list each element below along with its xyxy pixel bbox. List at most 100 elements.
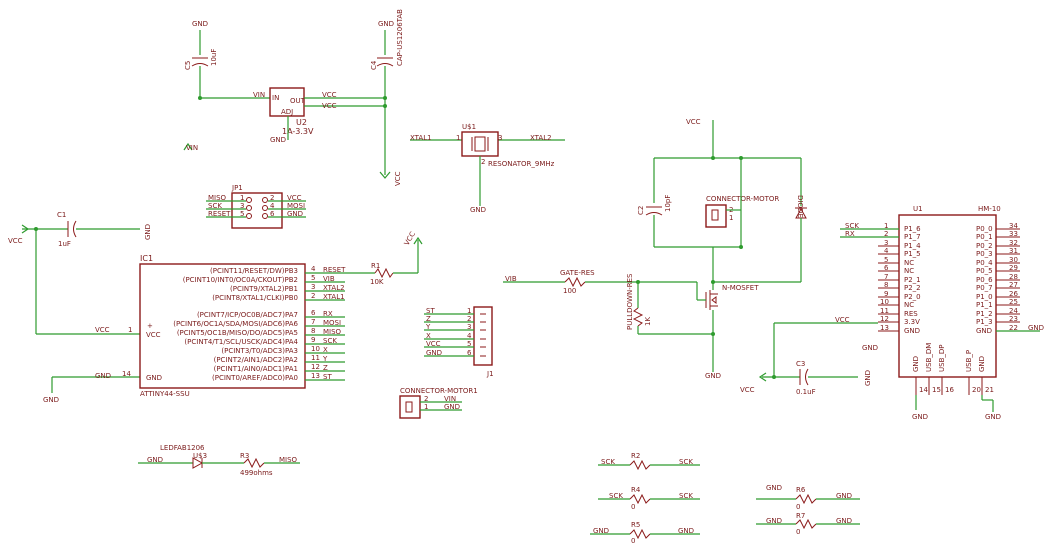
hm10-right-num: 24 [1009,307,1018,315]
j1-net: Y [425,323,431,331]
vcc-label-ic1: VCC [95,326,110,334]
hm10-left-num: 1 [884,222,888,230]
ic1-pin-label: (PCINT10/INT0/OC0A/CKOUT)PB2 [183,276,298,284]
jp1-left-1: MISO [208,194,227,202]
hm10-bottom-pin: USB_P [965,350,973,372]
hm10-right-pin: P0_5 [976,267,993,275]
j1-net: ST [426,307,435,315]
r7-ref: R7 [796,512,805,520]
c3-ref: C3 [796,360,805,368]
r2-ref: R2 [631,452,640,460]
hm10-left-num: 4 [884,247,889,255]
hm10-right-pin: P0_6 [976,276,993,284]
hm10-left-num: 7 [884,273,888,281]
hm10-right-pin: P0_1 [976,233,993,241]
hm10-left-num: 12 [880,315,889,323]
vcc-out1: VCC [322,91,337,99]
ic1-net: Y [322,355,328,363]
resonator-pin2: 2 [481,158,485,166]
gnd-label-c4: GND [378,20,394,28]
gnd-label-resonator: GND [470,206,486,214]
c1-section: VCC C1 1uF GND VCC GND GND [8,211,152,404]
ic1-attiny: IC1 ATTINY44-SSU VCC GND 1 14 + (PCINT11… [122,254,375,398]
hm10-right-gnd: GND [1028,324,1044,332]
r1-pullup: R1 10K VCC [370,230,423,286]
hm10-right-pin: P0_4 [976,259,993,267]
r4-value: 0 [631,503,635,511]
gnd-label-c5: GND [192,20,208,28]
hm10-left-pin: NC [904,259,914,267]
hm10-right-num: 25 [1009,298,1018,306]
r7-right: GND [836,517,852,525]
r7-value: 0 [796,528,800,536]
vcc-label-left: VCC [8,237,23,245]
gnd-label-hm10-left: GND [862,344,878,352]
ic1-plus: + [147,322,153,330]
ic1-pin-num: 2 [311,292,315,300]
j1-pin: 6 [467,349,472,357]
r6-left: GND [766,484,782,492]
hm10-right-num: 33 [1009,230,1018,238]
ic1-pin-label: (PCINT2/AIN1/ADC2)PA2 [214,356,298,364]
ic1-pin-num: 5 [311,274,315,282]
ic1-value: ATTINY44-SSU [140,390,190,398]
hm10-left: P1_6 P1_7 P1_4 P1_5 NC NC P2_1 P2_2 P2_0… [880,222,921,335]
ic1-net: SCK [323,337,337,345]
regulator-pin-out: OUT [290,97,306,105]
vcc-label-driver: VCC [686,118,701,126]
hm10-left-pin: 3.3V [904,318,920,326]
ic1-pin-num: 6 [311,309,316,317]
hm10-left-num: 3 [884,239,888,247]
motor1-net-gnd: GND [444,403,460,411]
hm10-right-num: 31 [1009,247,1018,255]
c1-ref: C1 [57,211,66,219]
hm10-left-pin: P2_1 [904,276,921,284]
led-r-ref: R3 [240,452,249,460]
hm10-right-num: 26 [1009,290,1018,298]
jp1-pin-6: 6 [270,210,275,218]
r4-right: SCK [679,492,693,500]
hm10-left-num: 13 [880,324,889,332]
vcc-out2: VCC [322,102,337,110]
ic1-pin-label: (PCINT3/T0/ADC3)PA3 [221,347,298,355]
bottom-resistors: SCK R2 SCK SCK R4 0 SCK GND R5 0 GND GND [590,452,860,544]
r6-value: 0 [796,503,800,511]
jp1-pin-2: 2 [270,194,274,202]
hm10-right: P0_0 P0_1 P0_2 P0_3 P0_4 P0_5 P0_6 P0_7 … [976,222,1044,335]
pulldown-label: PULLDOWN-RES [626,273,634,330]
jp1-pin-4: 4 [270,202,275,210]
r2-left: SCK [601,458,615,466]
r1-vcc: VCC [403,230,417,247]
r5-ref: R5 [631,521,640,529]
motor1-pin-2: 2 [424,395,428,403]
gnd-label-ic1: GND [95,372,111,380]
regulator-value: 1A-3.3V [282,127,314,136]
r5-value: 0 [631,537,635,544]
j1-pin: 1 [467,307,471,315]
ic1-ref: IC1 [140,254,153,263]
j1-pin: 4 [467,332,472,340]
hm10-left-pin: NC [904,267,914,275]
motor-driver: VCC C2 10pF CONNECTOR-MOTOR 2 1 DIODE [503,118,807,380]
hm10-gnd-left: GND [912,413,928,421]
hm10-right-pin: P0_0 [976,225,993,233]
r2-right: SCK [679,458,693,466]
motor-label: CONNECTOR-MOTOR [706,195,779,203]
j1-net: Z [426,315,431,323]
resonator-section: U$1 XTAL1 XTAL2 1 3 2 RESONATOR_9MHz GND [410,123,565,214]
ic1-pin-num: 13 [311,372,320,380]
led-r-value: 499ohms [240,469,273,477]
hm10-right-num: 22 [1009,324,1018,332]
hm10-right-num: 29 [1009,264,1018,272]
hm10-bottom-pin: USB_DM [925,343,933,372]
motor1-connector: CONNECTOR-MOTOR1 2 1 VIN GND [399,387,478,419]
resonator-pin1: 1 [456,134,460,142]
resonator-value: RESONATOR_9MHz [488,160,555,168]
ic1-gnd-pin: GND [146,374,162,382]
ic1-net: X [323,346,328,354]
r5-right: GND [678,527,694,535]
hm10-right-num: 23 [1009,315,1018,323]
resistor-r4: SCK R4 0 SCK [598,486,700,511]
ic1-pin-numbers: 4 5 3 2 6 7 8 9 10 11 12 13 [311,265,320,380]
gnd-label-bottom-left: GND [43,396,59,404]
